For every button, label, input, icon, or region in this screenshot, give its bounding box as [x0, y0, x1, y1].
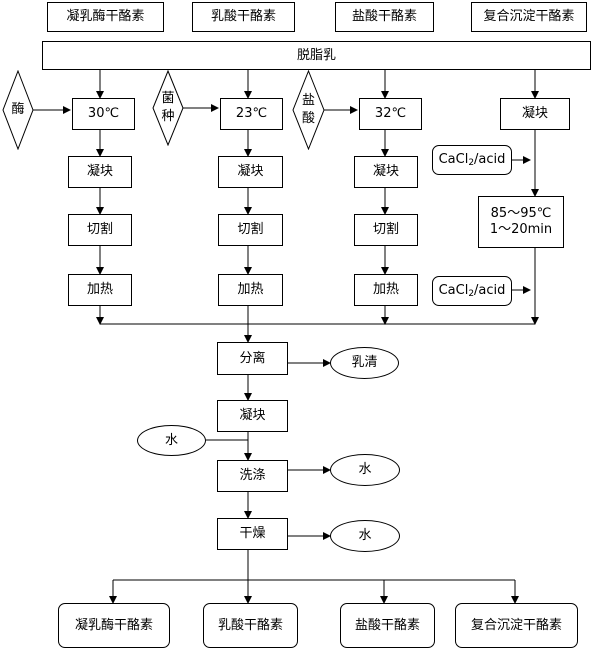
- culture-diamond: 菌 种: [152, 70, 184, 146]
- composite-coagulate-node: 凝块: [500, 98, 570, 130]
- enzyme-diamond: 酶: [2, 70, 34, 150]
- reagent-node-1: CaCl2/acid: [432, 145, 512, 175]
- water-out-dry-node: 水: [330, 520, 400, 552]
- skim-milk-node: 脱脂乳: [42, 41, 591, 70]
- col3-heat-node: 加热: [354, 274, 418, 306]
- top-product-lactic-casein: 乳酸干酪素: [192, 2, 295, 32]
- main-coagulate-node: 凝块: [217, 400, 288, 432]
- culture-label-1: 菌: [161, 91, 175, 107]
- temp-32-node: 32℃: [359, 98, 422, 130]
- top-product-hcl-casein: 盐酸干酪素: [335, 2, 434, 32]
- reagent-node-2: CaCl2/acid: [432, 276, 512, 306]
- bottom-product-lactic-casein: 乳酸干酪素: [203, 603, 298, 648]
- water-in-node: 水: [137, 425, 206, 456]
- bottom-product-rennet-casein: 凝乳酶干酪素: [58, 603, 170, 648]
- col2-coagulate-node: 凝块: [218, 156, 283, 188]
- whey-node: 乳清: [330, 347, 399, 379]
- composite-condition-node: 85～95℃ 1～20min: [478, 196, 564, 248]
- water-out-wash-node: 水: [330, 454, 400, 486]
- col1-heat-node: 加热: [68, 274, 132, 306]
- bottom-product-coprecipitate-casein: 复合沉淀干酪素: [455, 603, 578, 648]
- col3-cut-node: 切割: [354, 214, 418, 246]
- hcl-label-1: 盐: [301, 93, 315, 109]
- enzyme-label: 酶: [11, 102, 25, 118]
- top-product-coprecipitate-casein: 复合沉淀干酪素: [471, 2, 587, 32]
- col2-cut-node: 切割: [218, 214, 283, 246]
- col1-cut-node: 切割: [68, 214, 132, 246]
- col3-coagulate-node: 凝块: [354, 156, 418, 188]
- top-product-rennet-casein: 凝乳酶干酪素: [47, 2, 164, 32]
- dry-node: 干燥: [217, 518, 288, 550]
- wash-node: 洗涤: [217, 460, 288, 492]
- hcl-label-2: 酸: [301, 111, 315, 126]
- separate-node: 分离: [217, 342, 288, 375]
- bottom-product-hcl-casein: 盐酸干酪素: [340, 603, 435, 648]
- temp-30-node: 30℃: [72, 98, 135, 130]
- col1-coagulate-node: 凝块: [68, 156, 132, 188]
- hcl-diamond: 盐 酸: [292, 70, 325, 150]
- culture-label-2: 种: [161, 109, 175, 124]
- temp-23-node: 23℃: [220, 98, 283, 130]
- col2-heat-node: 加热: [218, 274, 283, 306]
